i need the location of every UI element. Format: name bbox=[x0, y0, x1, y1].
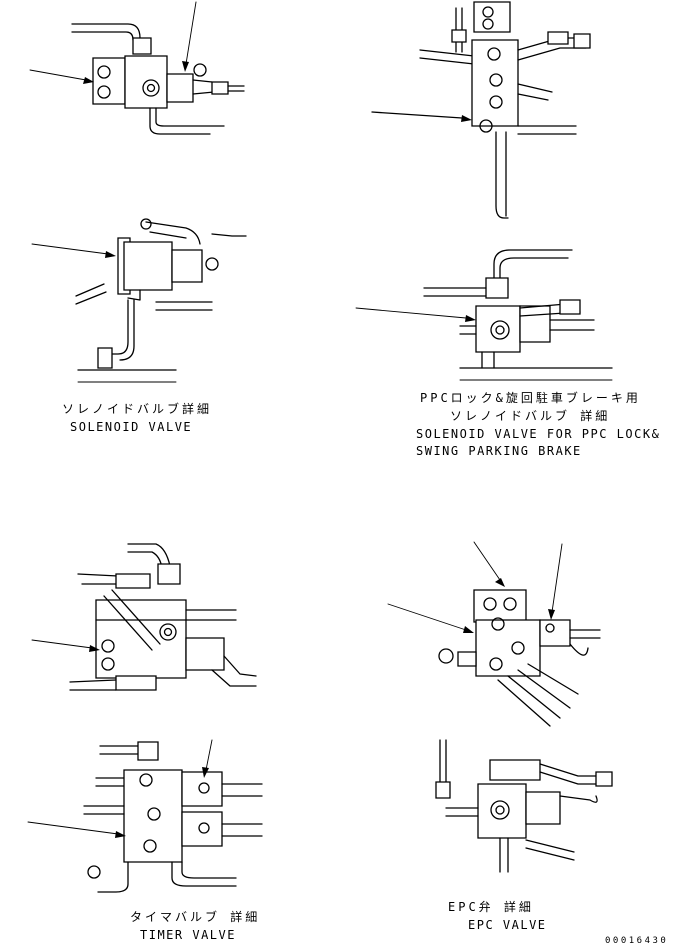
ppc-lock-solenoid-top-view bbox=[372, 2, 590, 218]
ppc-lock-solenoid-side-view bbox=[356, 250, 612, 380]
ppc-lock-caption-en-line1: SOLENOID VALVE FOR PPC LOCK& bbox=[416, 427, 661, 441]
solenoid-valve-top-view bbox=[30, 2, 244, 134]
solenoid-valve-caption-jp: ソレノイドバルブ詳細 bbox=[62, 402, 213, 416]
epc-valve-top-view bbox=[388, 542, 600, 726]
ppc-lock-caption-jp-line2: ソレノイドバルブ 詳細 bbox=[450, 409, 611, 423]
epc-valve-caption-en: EPC VALVE bbox=[468, 918, 547, 932]
solenoid-valve-side-view bbox=[32, 219, 246, 382]
ppc-lock-caption-en-line2: SWING PARKING BRAKE bbox=[416, 444, 582, 458]
document-number: 00016430 bbox=[605, 936, 669, 946]
timer-valve-top-view bbox=[32, 544, 256, 690]
timer-valve-caption-en: TIMER VALVE bbox=[140, 928, 236, 942]
timer-valve-caption-jp: タイマバルブ 詳細 bbox=[130, 910, 261, 924]
ppc-lock-caption-jp-line1: PPCロック&旋回駐車ブレーキ用 bbox=[420, 391, 641, 405]
timer-valve-side-view bbox=[28, 740, 262, 892]
epc-valve-caption-jp: EPC弁 詳細 bbox=[448, 900, 534, 914]
solenoid-valve-caption-en: SOLENOID VALVE bbox=[70, 420, 193, 434]
epc-valve-side-view bbox=[436, 740, 612, 872]
